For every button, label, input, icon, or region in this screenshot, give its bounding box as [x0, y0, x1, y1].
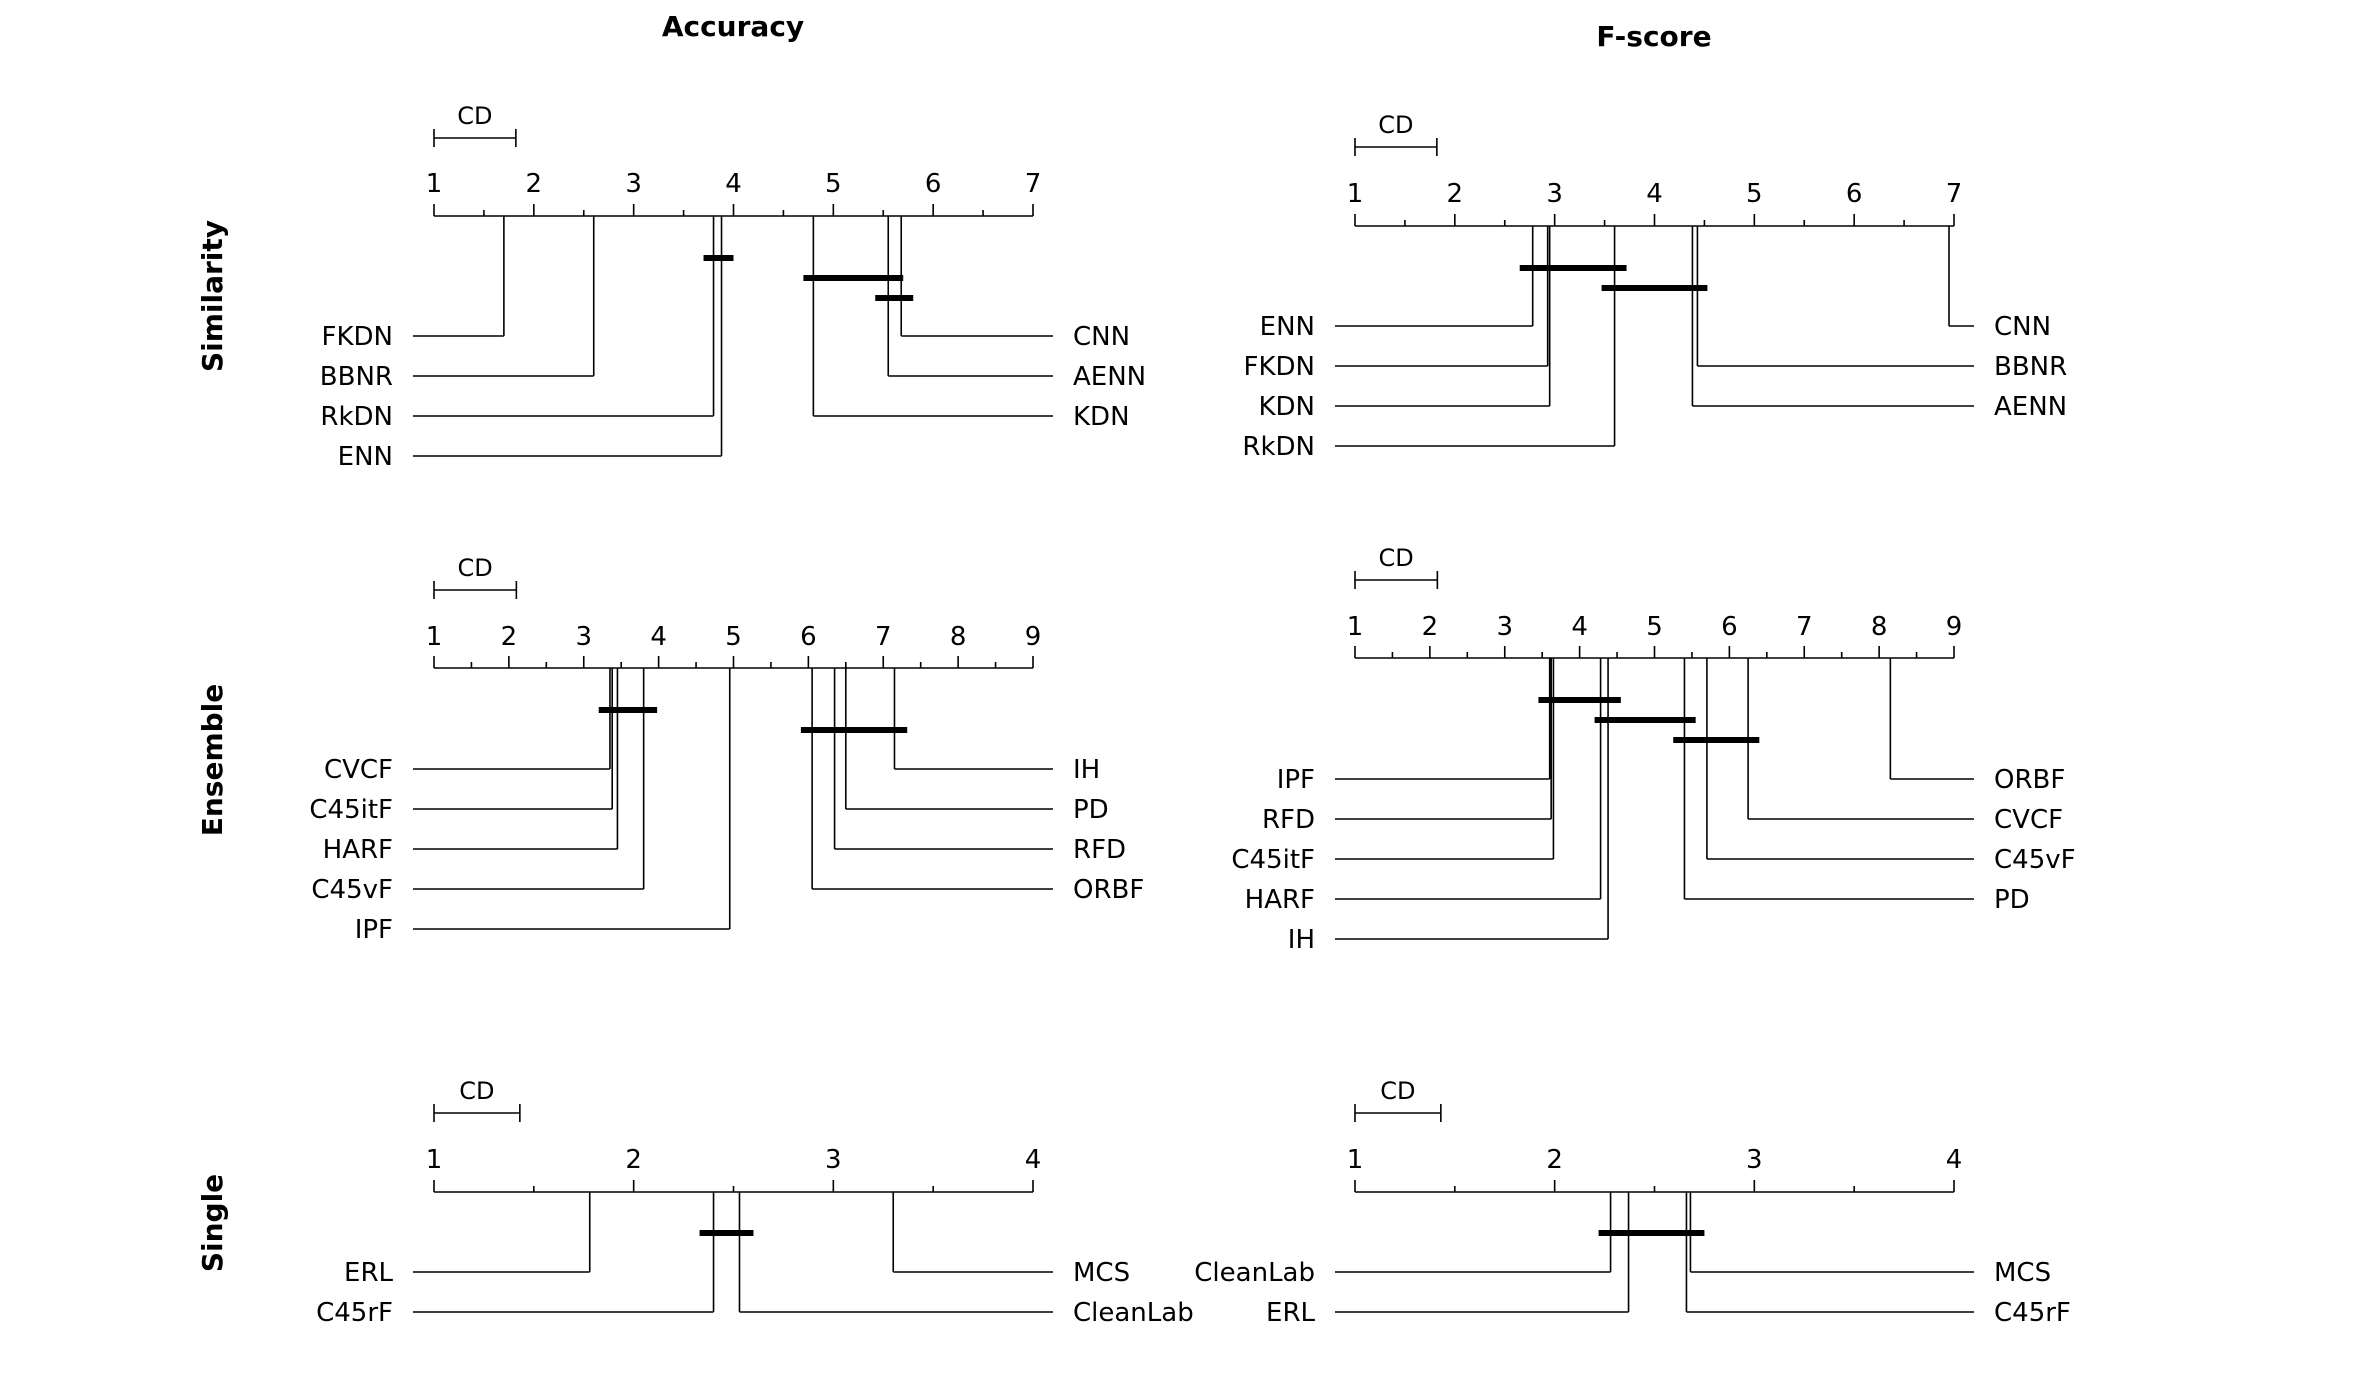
tick-label: 4 [1946, 1145, 1963, 1175]
method-label-c45itf: C45itF [309, 795, 393, 825]
cd-label: CD [457, 102, 492, 130]
method-label-fkdn: FKDN [1244, 352, 1315, 382]
cd-label: CD [459, 1077, 494, 1105]
tick-label: 1 [426, 169, 443, 199]
method-label-cvcf: CVCF [1994, 805, 2063, 835]
method-label-orbf: ORBF [1073, 875, 1144, 905]
cd-label: CD [458, 554, 493, 582]
tick-label: 5 [725, 622, 742, 652]
method-label-fkdn: FKDN [322, 322, 393, 352]
tick-label: 9 [1025, 622, 1042, 652]
method-label-rkdn: RkDN [320, 402, 393, 432]
method-label-cvcf: CVCF [324, 755, 393, 785]
method-label-enn: ENN [338, 442, 393, 472]
method-label-rfd: RFD [1262, 805, 1315, 835]
method-label-kdn: KDN [1258, 392, 1315, 422]
tick-label: 4 [725, 169, 742, 199]
tick-label: 2 [1546, 1145, 1563, 1175]
tick-label: 2 [501, 622, 518, 652]
tick-label: 5 [1646, 612, 1663, 642]
method-label-harf: HARF [1245, 885, 1315, 915]
method-label-cnn: CNN [1073, 322, 1130, 352]
tick-label: 2 [526, 169, 543, 199]
method-label-rfd: RFD [1073, 835, 1126, 865]
method-label-ih: IH [1073, 755, 1100, 785]
method-label-pd: PD [1994, 885, 2030, 915]
tick-label: 3 [625, 169, 642, 199]
method-label-mcs: MCS [1073, 1258, 1130, 1288]
tick-label: 1 [426, 1145, 443, 1175]
tick-label: 3 [1546, 179, 1563, 209]
tick-label: 1 [1347, 612, 1364, 642]
tick-label: 2 [1422, 612, 1439, 642]
method-label-pd: PD [1073, 795, 1109, 825]
method-label-enn: ENN [1260, 312, 1315, 342]
column-title-f-score: F-score [1596, 20, 1711, 53]
tick-label: 3 [1496, 612, 1513, 642]
column-title-accuracy: Accuracy [662, 10, 804, 43]
method-label-ipf: IPF [1277, 765, 1315, 795]
method-label-mcs: MCS [1994, 1258, 2051, 1288]
tick-label: 7 [1025, 169, 1042, 199]
tick-label: 4 [1646, 179, 1663, 209]
tick-label: 2 [625, 1145, 642, 1175]
tick-label: 4 [1571, 612, 1588, 642]
cd-label: CD [1379, 544, 1414, 572]
method-label-kdn: KDN [1073, 402, 1130, 432]
tick-label: 8 [950, 622, 967, 652]
method-label-c45vf: C45vF [1994, 845, 2076, 875]
method-label-cleanlab: CleanLab [1073, 1298, 1194, 1328]
method-label-c45vf: C45vF [311, 875, 393, 905]
tick-label: 8 [1871, 612, 1888, 642]
tick-label: 5 [825, 169, 842, 199]
method-label-cnn: CNN [1994, 312, 2051, 342]
tick-label: 7 [1946, 179, 1963, 209]
method-label-harf: HARF [323, 835, 393, 865]
tick-label: 7 [875, 622, 892, 652]
tick-label: 6 [1846, 179, 1863, 209]
method-label-c45rf: C45rF [316, 1298, 393, 1328]
cd-label: CD [1380, 1077, 1415, 1105]
cd-label: CD [1378, 111, 1413, 139]
tick-label: 9 [1946, 612, 1963, 642]
tick-label: 4 [650, 622, 667, 652]
method-label-orbf: ORBF [1994, 765, 2065, 795]
tick-label: 3 [825, 1145, 842, 1175]
method-label-aenn: AENN [1073, 362, 1146, 392]
tick-label: 5 [1746, 179, 1763, 209]
tick-label: 6 [1721, 612, 1738, 642]
method-label-ipf: IPF [355, 915, 393, 945]
method-label-ih: IH [1288, 925, 1315, 955]
method-label-rkdn: RkDN [1242, 432, 1315, 462]
tick-label: 4 [1025, 1145, 1042, 1175]
method-label-cleanlab: CleanLab [1194, 1258, 1315, 1288]
tick-label: 3 [575, 622, 592, 652]
method-label-c45rf: C45rF [1994, 1298, 2071, 1328]
method-label-aenn: AENN [1994, 392, 2067, 422]
row-title-single: Single [196, 1174, 229, 1272]
method-label-bbnr: BBNR [320, 362, 393, 392]
method-label-erl: ERL [344, 1258, 393, 1288]
tick-label: 1 [1347, 1145, 1364, 1175]
method-label-c45itf: C45itF [1231, 845, 1315, 875]
method-label-erl: ERL [1266, 1298, 1315, 1328]
tick-label: 1 [426, 622, 443, 652]
tick-label: 7 [1796, 612, 1813, 642]
tick-label: 6 [800, 622, 817, 652]
tick-label: 1 [1347, 179, 1364, 209]
tick-label: 2 [1447, 179, 1464, 209]
tick-label: 3 [1746, 1145, 1763, 1175]
method-label-bbnr: BBNR [1994, 352, 2067, 382]
row-title-ensemble: Ensemble [196, 684, 229, 837]
row-title-similarity: Similarity [196, 220, 229, 372]
tick-label: 6 [925, 169, 942, 199]
